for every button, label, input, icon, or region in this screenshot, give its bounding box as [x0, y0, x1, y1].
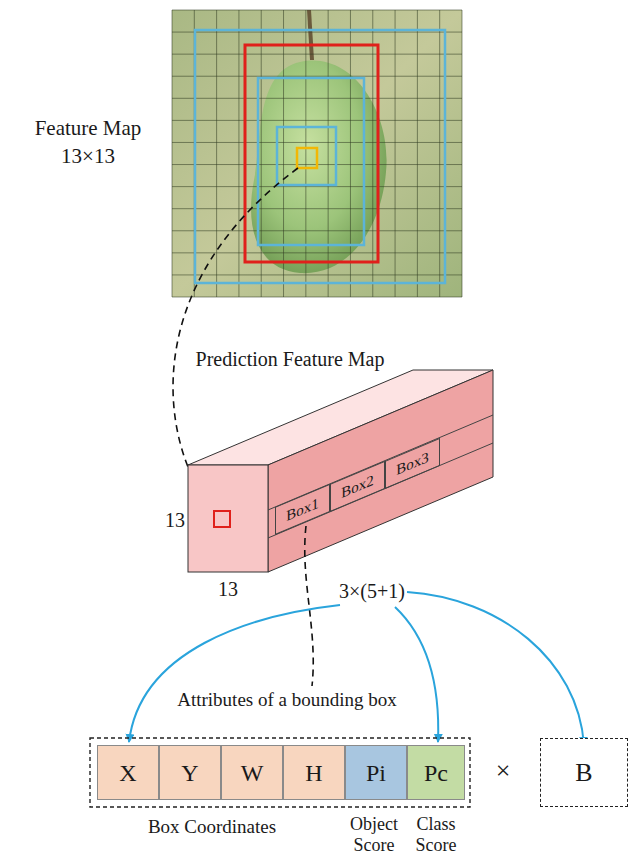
- grid-line: [216, 10, 217, 297]
- grid-line: [283, 10, 284, 297]
- group-label: Box Coordinates: [148, 816, 276, 838]
- grid-line: [172, 98, 462, 99]
- grid-line: [350, 10, 351, 297]
- dashed-leader: [305, 526, 313, 686]
- grid-line: [172, 120, 462, 121]
- anchor-box: [195, 30, 445, 283]
- anchor-box: [277, 127, 336, 185]
- cell-marker: [214, 511, 230, 527]
- node-text: X: [119, 761, 136, 785]
- grid-line: [172, 274, 462, 275]
- dimension-label: 13×13: [61, 144, 115, 168]
- score-cell: Pi: [345, 745, 407, 800]
- dimension-label: 13: [218, 578, 238, 601]
- node-text: Pc: [424, 761, 448, 785]
- figure-label: Feature Map: [35, 116, 142, 140]
- node-text: W: [241, 761, 264, 785]
- dimension-label: 13: [165, 509, 185, 532]
- grid-line: [417, 10, 418, 297]
- ground-truth-box: [245, 45, 378, 262]
- node-text: H: [305, 761, 322, 785]
- blue-arrow: [407, 592, 584, 745]
- grid-line: [172, 142, 462, 143]
- coordinate-cell: Y: [159, 745, 221, 800]
- blue-arrow: [129, 605, 340, 742]
- grid-line: [439, 10, 440, 297]
- grid-line: [172, 32, 462, 33]
- grid-line: [172, 54, 462, 55]
- grid-line: [172, 230, 462, 231]
- photo-background: [172, 10, 462, 297]
- group-label: Class Score: [405, 814, 467, 855]
- attribute-group-outline: [90, 738, 470, 807]
- operator-symbol: ×: [496, 756, 511, 786]
- prism-front-face: [188, 465, 268, 572]
- grid-line: [172, 10, 462, 11]
- multiplier-box: B: [540, 738, 628, 807]
- mango-fruit: [251, 60, 387, 273]
- node-text: B: [575, 760, 592, 786]
- grid-line: [238, 10, 239, 297]
- coordinate-cell: X: [97, 745, 159, 800]
- prism-side-face: [268, 370, 493, 572]
- grid-line: [372, 10, 373, 297]
- group-label: Object Score: [343, 814, 405, 855]
- band-line: [268, 415, 493, 510]
- coordinate-cell: W: [221, 745, 283, 800]
- grid-line: [462, 10, 463, 297]
- coordinate-cell: H: [283, 745, 345, 800]
- figure-label: Prediction Feature Map: [196, 348, 385, 371]
- formula-label: 3×(5+1): [339, 580, 405, 603]
- feature-grid: [172, 10, 462, 297]
- score-cell: Pc: [407, 745, 465, 800]
- grid-line: [172, 252, 462, 253]
- mango-stem: [309, 10, 312, 60]
- grid-line: [305, 10, 306, 297]
- grid-line: [395, 10, 396, 297]
- grid-line: [172, 76, 462, 77]
- grid-line: [328, 10, 329, 297]
- caption-label: Attributes of a bounding box: [177, 689, 397, 711]
- node-text: Pi: [366, 761, 386, 785]
- grid-line: [172, 186, 462, 187]
- grid-line: [172, 10, 173, 297]
- grid-line: [172, 297, 462, 298]
- band-line: [268, 443, 493, 538]
- blue-arrow: [395, 607, 438, 742]
- node-text: Y: [181, 761, 198, 785]
- grid-line: [172, 208, 462, 209]
- anchor-box: [258, 78, 364, 245]
- grid-cell-marker: [297, 148, 317, 168]
- grid-line: [261, 10, 262, 297]
